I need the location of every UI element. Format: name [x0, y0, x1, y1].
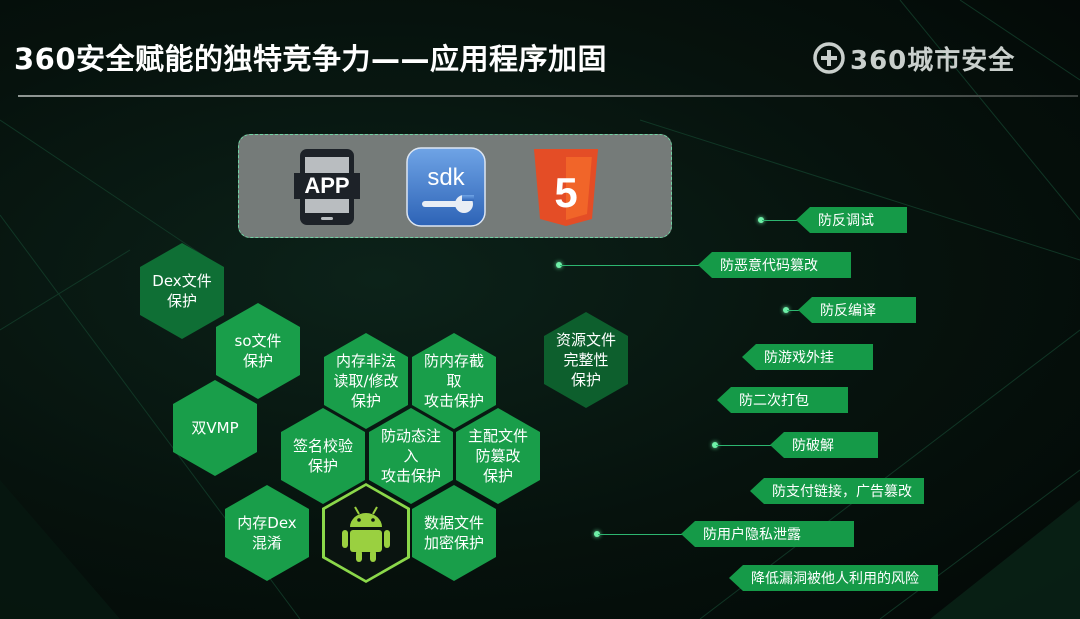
- sdk-icon: sdk: [406, 147, 486, 227]
- hex-memory-access-protection: 内存非法 读取/修改 保护: [324, 333, 408, 429]
- connector-line: [560, 265, 710, 266]
- brand-mark-icon: [813, 42, 845, 74]
- protection-anti-repackage: 防二次打包: [717, 387, 848, 413]
- hex-memory-capture-protection: 防内存截取 攻击保护: [412, 333, 496, 429]
- connector-line: [762, 220, 804, 221]
- protection-vulnerability-risk: 降低漏洞被他人利用的风险: [729, 565, 938, 591]
- hex-signature-check: 签名校验 保护: [281, 408, 365, 504]
- hex-dex-protection: Dex文件 保护: [140, 243, 224, 339]
- connector-line: [598, 534, 694, 535]
- brand-logo: 360城市安全: [812, 38, 1015, 78]
- hex-resource-integrity: 资源文件 完整性 保护: [544, 312, 628, 408]
- app-icon-label: APP: [304, 173, 349, 198]
- hex-data-encryption: 数据文件 加密保护: [412, 485, 496, 581]
- platform-panel: APP sdk 5: [238, 134, 672, 238]
- protection-payment-ad-tamper: 防支付链接，广告篡改: [750, 478, 924, 504]
- hex-dual-vmp: 双VMP: [173, 380, 257, 476]
- connector-dot: [783, 307, 789, 313]
- protection-anti-debug: 防反调试: [796, 207, 907, 233]
- connector-dot: [712, 442, 718, 448]
- connector-dot: [758, 217, 764, 223]
- android-icon: [342, 506, 390, 562]
- protection-anti-decompile: 防反编译: [798, 297, 916, 323]
- connector-line: [716, 445, 788, 446]
- protection-privacy-leak: 防用户隐私泄露: [681, 521, 854, 547]
- hex-memory-dex-obfuscation: 内存Dex 混淆: [225, 485, 309, 581]
- page-title: 360安全赋能的独特竞争力——应用程序加固: [14, 42, 608, 76]
- title-divider: [18, 95, 1078, 97]
- html5-icon: 5: [534, 149, 598, 226]
- connector-dot: [594, 531, 600, 537]
- sdk-icon-label: sdk: [427, 164, 465, 191]
- protection-anti-crack: 防破解: [770, 432, 878, 458]
- brand-name: 360城市安全: [850, 45, 1016, 76]
- html5-icon-label: 5: [554, 169, 577, 216]
- connector-dot: [556, 262, 562, 268]
- app-icon: APP: [294, 149, 360, 225]
- hex-android: [322, 483, 410, 583]
- hex-manifest-tamper-protection: 主配文件 防篡改 保护: [456, 408, 540, 504]
- hex-so-protection: so文件 保护: [216, 303, 300, 399]
- hex-dynamic-injection-protection: 防动态注入 攻击保护: [369, 408, 453, 504]
- protection-anti-game-cheat: 防游戏外挂: [742, 344, 873, 370]
- protection-anti-malicious-tamper: 防恶意代码篡改: [698, 252, 851, 278]
